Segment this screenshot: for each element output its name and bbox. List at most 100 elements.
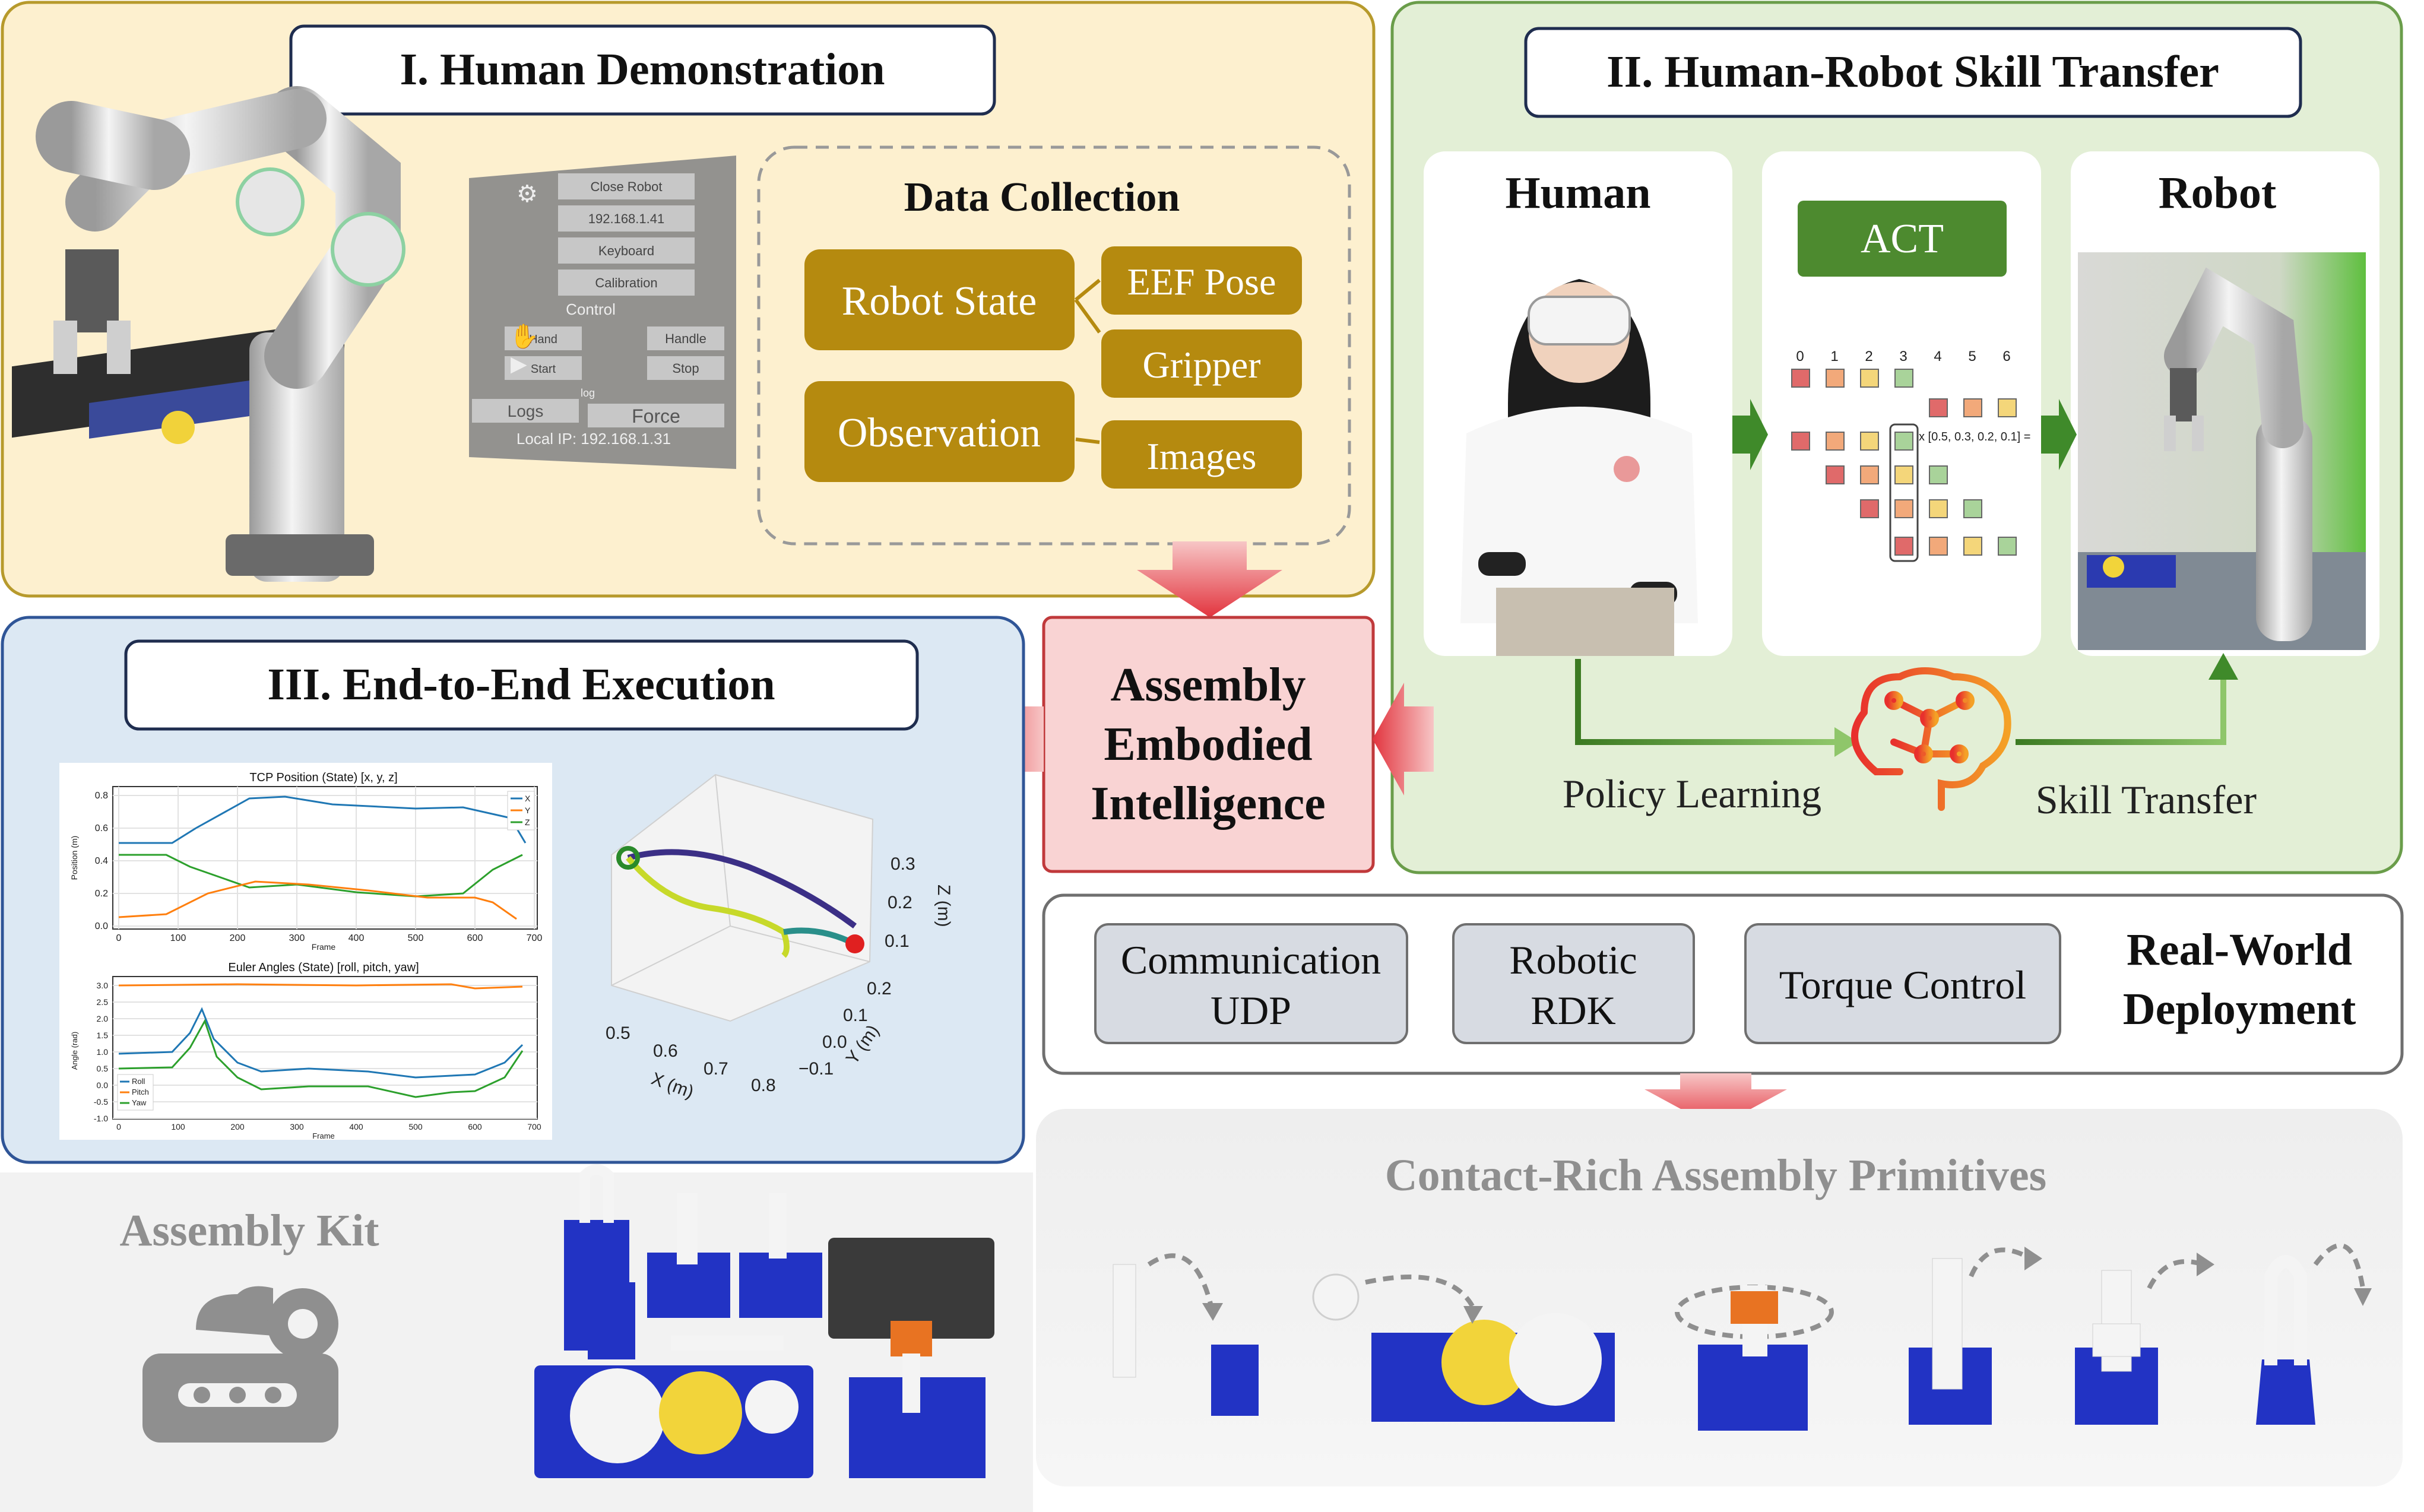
panel-human-demonstration: I. Human Demonstration Close Robot 192.1… xyxy=(1,1,1376,598)
arrow-deployment-to-primitives xyxy=(1644,1073,1787,1128)
eef-pose-box xyxy=(1101,246,1302,315)
svg-text:Logs: Logs xyxy=(508,402,544,420)
svg-text:6: 6 xyxy=(2002,348,2010,364)
assembly-kit-parts-photo xyxy=(534,1164,994,1478)
svg-text:0.2: 0.2 xyxy=(888,893,912,912)
svg-text:700: 700 xyxy=(527,933,543,943)
euler-yaw-line xyxy=(118,1019,524,1098)
skill-transfer-line xyxy=(2016,677,2226,745)
svg-text:0.2: 0.2 xyxy=(95,889,108,899)
svg-text:300: 300 xyxy=(290,1122,304,1131)
svg-text:TCP Position (State) [x, y, z]: TCP Position (State) [x, y, z] xyxy=(249,771,397,784)
svg-text:Stop: Stop xyxy=(672,361,699,376)
svg-text:1.5: 1.5 xyxy=(97,1031,109,1040)
weight-vector: x [0.5, 0.3, 0.2, 0.1] = xyxy=(1919,430,2030,443)
robotic-rdk-box xyxy=(1452,923,1695,1044)
hand-icon: ✋ xyxy=(509,322,539,350)
data-collection-box: Data Collection Robot State Observation … xyxy=(757,145,1351,546)
svg-text:0.6: 0.6 xyxy=(653,1041,678,1061)
arrow-act-to-robot xyxy=(2041,399,2077,470)
assembly-kit-title: Assembly Kit xyxy=(120,1206,379,1256)
demo-title-box xyxy=(289,24,996,116)
svg-text:Position (m): Position (m) xyxy=(69,836,79,880)
svg-text:100: 100 xyxy=(170,933,186,943)
close-robot-button[interactable] xyxy=(558,173,695,199)
svg-text:ACT: ACT xyxy=(1861,216,1944,262)
svg-text:500: 500 xyxy=(408,933,424,943)
svg-text:Robotic: Robotic xyxy=(1509,937,1637,982)
tcp-y-line xyxy=(118,880,517,920)
svg-text:0.8: 0.8 xyxy=(95,791,108,801)
svg-text:0.8: 0.8 xyxy=(751,1076,776,1095)
human-operator-photo xyxy=(1460,279,1698,656)
svg-text:0: 0 xyxy=(116,933,122,943)
robot-state-box xyxy=(804,249,1075,350)
center-line-2: Embodied xyxy=(1104,718,1312,771)
primitive-screw-nut xyxy=(1675,1285,1834,1431)
execution-title-box xyxy=(124,639,919,731)
svg-text:0.0: 0.0 xyxy=(97,1080,109,1090)
policy-learning-label: Policy Learning xyxy=(1563,771,1821,816)
toolbox-gear-icon xyxy=(142,1286,338,1443)
svg-text:Hand: Hand xyxy=(529,333,557,346)
hand-button[interactable] xyxy=(505,327,582,350)
stop-button[interactable] xyxy=(647,356,724,380)
svg-text:-0.5: -0.5 xyxy=(94,1097,108,1107)
panel-skill-transfer: II. Human-Robot Skill Transfer Human ACT… xyxy=(1390,1,2403,874)
euler-pitch-line xyxy=(118,983,523,990)
act-card xyxy=(1762,151,2041,656)
skill-transfer-label: Skill Transfer xyxy=(2036,777,2257,822)
local-ip-text: Local IP: 192.168.1.31 xyxy=(517,430,671,448)
tcp-z-line xyxy=(119,854,523,898)
svg-text:400: 400 xyxy=(349,1122,363,1131)
svg-text:0.6: 0.6 xyxy=(95,823,108,833)
svg-text:UDP: UDP xyxy=(1211,988,1291,1033)
execution-title: III. End-to-End Execution xyxy=(267,660,775,709)
play-icon: ▶ xyxy=(511,352,527,376)
svg-text:1.0: 1.0 xyxy=(97,1047,109,1057)
gripper-box xyxy=(1101,329,1302,398)
start-button[interactable] xyxy=(505,356,582,380)
tcp-x-line xyxy=(119,795,527,844)
svg-text:log: log xyxy=(581,387,595,399)
handle-button[interactable] xyxy=(647,327,724,350)
svg-text:Torque Control: Torque Control xyxy=(1779,962,2026,1007)
svg-text:0.1: 0.1 xyxy=(885,931,910,951)
svg-text:Frame: Frame xyxy=(312,942,336,952)
deployment-title-2: Deployment xyxy=(2123,984,2356,1034)
ip-field[interactable] xyxy=(558,205,695,232)
calibration-button[interactable] xyxy=(558,270,695,296)
euler-roll-line xyxy=(118,1007,524,1079)
logs-button[interactable] xyxy=(472,399,579,423)
images-box xyxy=(1101,420,1302,489)
svg-text:400: 400 xyxy=(348,933,365,943)
human-label: Human xyxy=(1506,168,1651,218)
robot-label: Robot xyxy=(2159,168,2276,218)
svg-text:X: X xyxy=(525,794,531,803)
primitive-shaft-insert xyxy=(1909,1247,2042,1425)
brain-network-icon xyxy=(1851,667,2011,811)
svg-text:Pitch: Pitch xyxy=(132,1088,149,1096)
svg-text:Handle: Handle xyxy=(665,331,706,346)
communication-box xyxy=(1094,923,1408,1044)
demo-title: I. Human Demonstration xyxy=(400,45,885,94)
robot-icon: ⚙ xyxy=(517,180,538,207)
svg-text:0.3: 0.3 xyxy=(891,854,915,874)
force-button[interactable] xyxy=(588,404,724,427)
center-line-3: Intelligence xyxy=(1091,778,1325,830)
svg-text:Robot State: Robot State xyxy=(842,278,1037,324)
svg-text:Z: Z xyxy=(525,817,530,827)
svg-text:0: 0 xyxy=(116,1122,121,1131)
deployment-title-1: Real-World xyxy=(2127,925,2352,975)
panel-execution: III. End-to-End Execution TCP Position (… xyxy=(1,616,1025,1164)
observation-box xyxy=(804,381,1075,482)
primitive-u-hook xyxy=(2256,1243,2372,1425)
svg-text:0.0: 0.0 xyxy=(95,921,108,931)
real-robot-photo xyxy=(2078,252,2366,650)
svg-text:Calibration: Calibration xyxy=(595,275,657,290)
svg-text:0: 0 xyxy=(1796,348,1804,364)
keyboard-button[interactable] xyxy=(558,237,695,264)
svg-text:1: 1 xyxy=(1830,348,1838,364)
svg-text:Euler Angles (State) [roll, pi: Euler Angles (State) [roll, pitch, yaw] xyxy=(228,961,419,974)
tcp-position-plot: TCP Position (State) [x, y, z] 0.8 0.6 0… xyxy=(59,763,552,1140)
